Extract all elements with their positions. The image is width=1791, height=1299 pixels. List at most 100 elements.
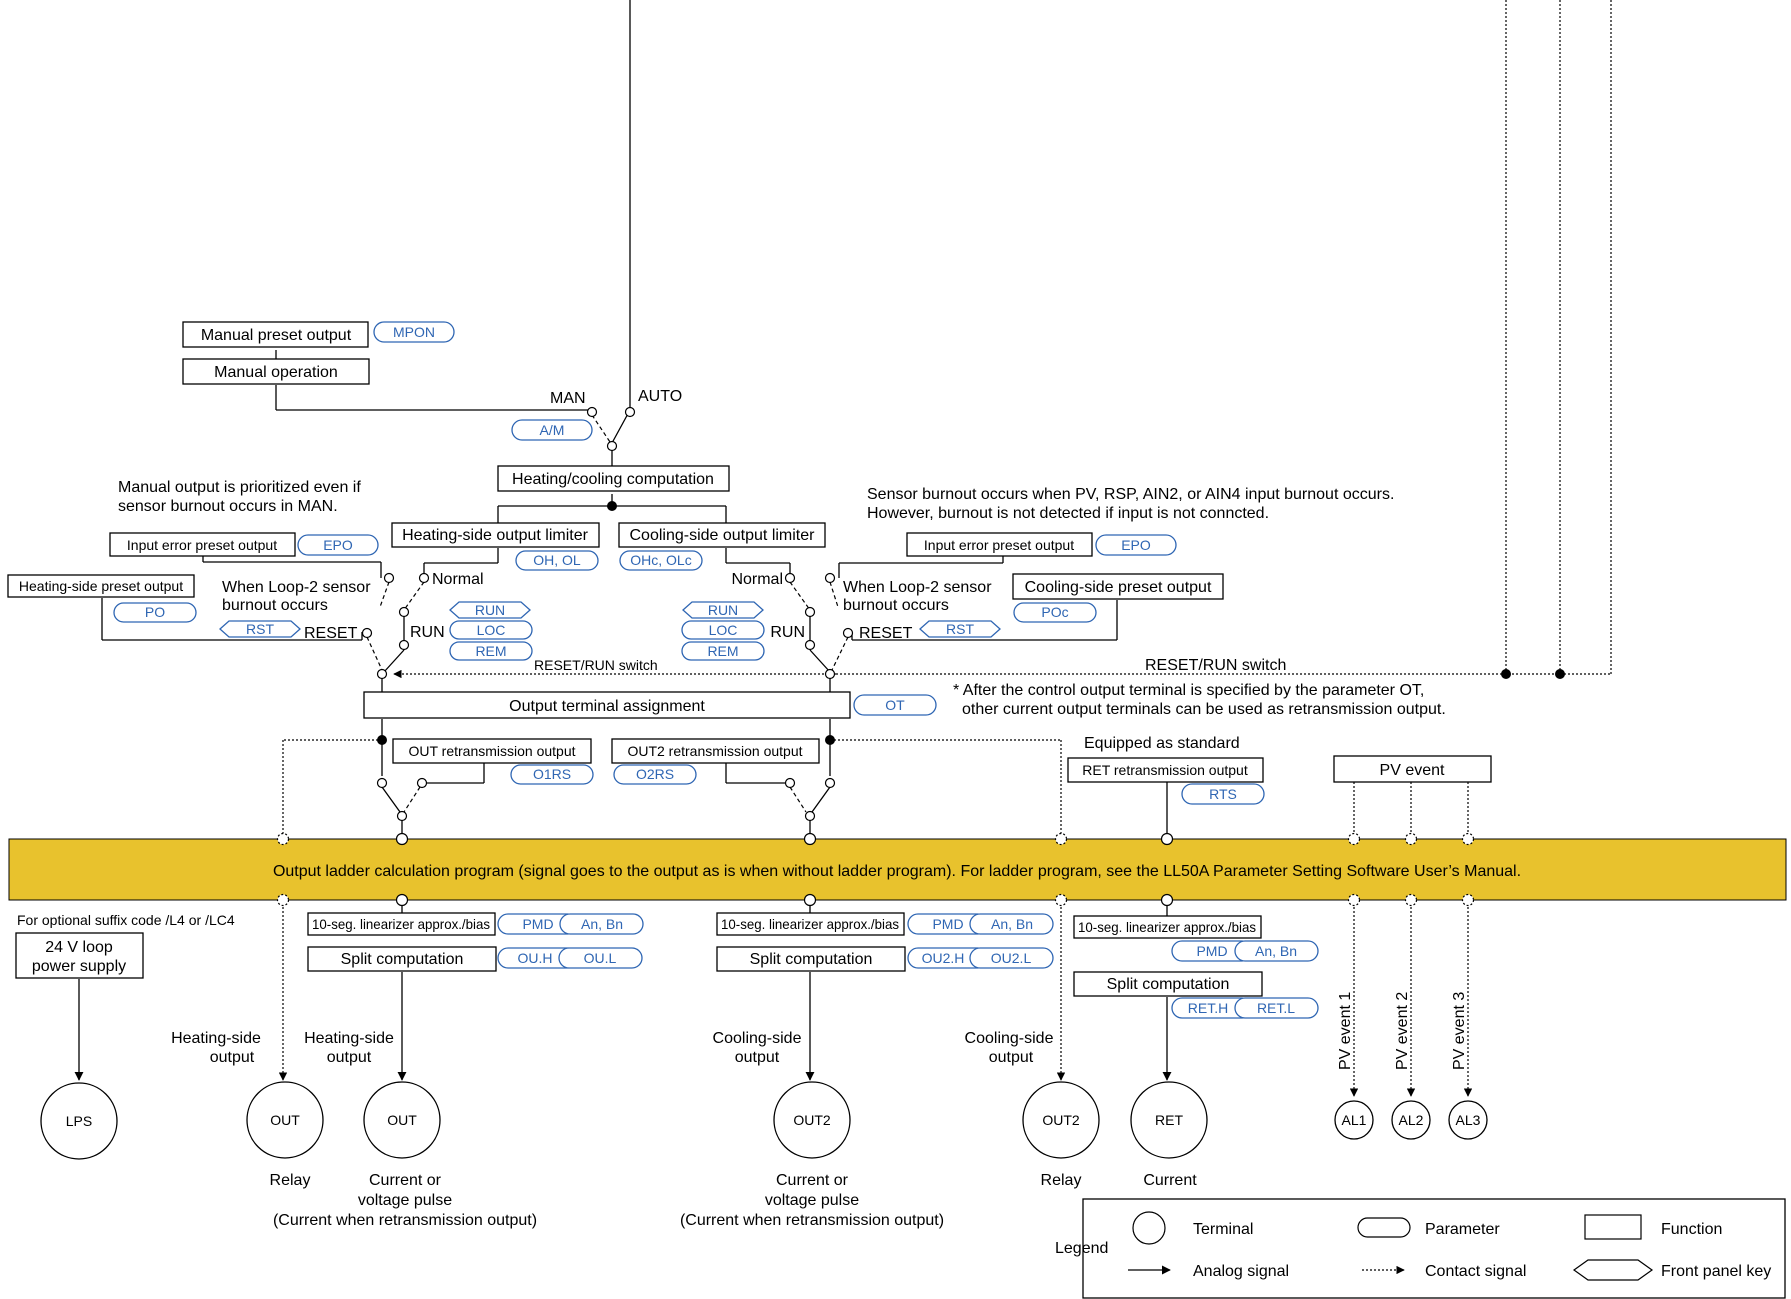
signal-lines (74, 0, 1612, 1097)
terminal-lps: LPS (66, 1113, 92, 1129)
label-current-ret: Current (1143, 1172, 1197, 1189)
cooling-side-output-limiter-label: Cooling-side output limiter (630, 527, 816, 544)
label-pv-event-1: PV event 1 (1337, 992, 1354, 1070)
heating-cooling-computation-label: Heating/cooling computation (512, 471, 714, 488)
heating-side-current-line2: output (327, 1049, 372, 1066)
heating-side-relay-line1: Heating-side (171, 1030, 261, 1047)
param-an-bn-out2: An, Bn (991, 916, 1033, 932)
param-ot: OT (885, 697, 905, 713)
legend-terminal-icon (1132, 1211, 1166, 1245)
ot-note-line2: other current output terminals can be us… (962, 701, 1446, 718)
legend-front-panel-key: Front panel key (1661, 1263, 1771, 1280)
terminal-out-current: OUT (387, 1112, 417, 1128)
param-oul: OU.L (584, 950, 617, 966)
param-reth: RET.H (1188, 1000, 1228, 1016)
terminal-out2-relay: OUT2 (1042, 1112, 1080, 1128)
loop-power-supply-box: 24 V loop power supply (15, 932, 144, 979)
cooling-side-preset-output-label: Cooling-side preset output (1025, 579, 1212, 596)
pv-event-box: PV event (1333, 755, 1492, 783)
param-am: A/M (540, 422, 565, 438)
ladder-text: Output ladder calculation program (signa… (273, 863, 1521, 880)
label-pv-event-3: PV event 3 (1451, 992, 1468, 1070)
label-loop2-right-1: When Loop-2 sensor (843, 579, 992, 596)
label-reset-right: RESET (859, 625, 913, 642)
legend-analog-signal: Analog signal (1193, 1263, 1289, 1280)
diagram-labels: MAN AUTO Manual output is prioritized ev… (17, 388, 1468, 1229)
manual-preset-output-label: Manual preset output (201, 327, 352, 344)
legend-parameter: Parameter (1425, 1221, 1500, 1238)
key-loc-left: LOC (477, 622, 506, 638)
out-current-line1: Current or (369, 1172, 442, 1189)
burnout-note-line2: However, burnout is not detected if inpu… (867, 505, 1269, 522)
front-panel-keys (219, 601, 1001, 661)
terminal-al2: AL2 (1399, 1112, 1424, 1128)
heating-side-preset-output-box: Heating-side preset output (7, 574, 195, 598)
loop-power-line1: 24 V loop (45, 939, 113, 956)
legend-contact-signal: Contact signal (1425, 1263, 1526, 1280)
output-terminal-assignment-label: Output terminal assignment (509, 698, 705, 715)
out-linearizer-box: 10-seg. linearizer approx./bias (307, 912, 496, 936)
label-optional-suffix: For optional suffix code /L4 or /LC4 (17, 912, 235, 928)
label-run-right: RUN (770, 624, 805, 641)
label-pv-event-2: PV event 2 (1394, 992, 1411, 1070)
out-split-computation-box: Split computation (307, 946, 497, 972)
label-equipped-standard: Equipped as standard (1084, 735, 1240, 752)
heating-side-output-limiter-box: Heating-side output limiter (391, 522, 600, 548)
param-ohc-olc: OHc, OLc (630, 552, 691, 568)
terminal-out-relay: OUT (270, 1112, 300, 1128)
heating-side-relay-line2: output (210, 1049, 255, 1066)
output-terminal-assignment-box: Output terminal assignment (363, 691, 851, 719)
out2-current-line1: Current or (776, 1172, 849, 1189)
contact-points (361, 406, 854, 822)
input-error-preset-output-right-box: Input error preset output (906, 532, 1093, 557)
param-pmd-out: PMD (522, 916, 553, 932)
key-rem-left: REM (475, 643, 506, 659)
heating-side-output-limiter-label: Heating-side output limiter (402, 527, 589, 544)
cooling-side-relay-line2: output (989, 1049, 1034, 1066)
manual-note-line1: Manual output is prioritized even if (118, 479, 361, 496)
key-rst-left: RST (246, 621, 274, 637)
ret-retransmission-output-box: RET retransmission output (1067, 757, 1264, 783)
label-auto: AUTO (638, 388, 682, 405)
label-reset-run-switch-left: RESET/RUN switch (534, 657, 658, 673)
manual-note-line2: sensor burnout occurs in MAN. (118, 498, 338, 515)
out2-current-line2: voltage pulse (765, 1192, 859, 1209)
out-split-computation-label: Split computation (341, 951, 464, 968)
legend-function-icon (1584, 1214, 1642, 1240)
param-retl: RET.L (1257, 1000, 1295, 1016)
terminal-al3: AL3 (1456, 1112, 1481, 1128)
terminal-out2-current: OUT2 (793, 1112, 831, 1128)
label-loop2-left-2: burnout occurs (222, 597, 328, 614)
ot-note-line1: * After the control output terminal is s… (953, 682, 1424, 699)
out-retransmission-output-box: OUT retransmission output (392, 738, 592, 764)
terminal-ret: RET (1155, 1112, 1183, 1128)
label-man: MAN (550, 390, 586, 407)
label-relay-out: Relay (270, 1172, 311, 1189)
param-ou2h: OU2.H (922, 950, 965, 966)
label-relay-out2: Relay (1041, 1172, 1082, 1189)
key-run-left: RUN (475, 602, 505, 618)
param-rts: RTS (1209, 786, 1237, 802)
param-o1rs: O1RS (533, 766, 571, 782)
out2-retransmission-output-box: OUT2 retransmission output (611, 738, 820, 764)
legend-function: Function (1661, 1221, 1722, 1238)
input-error-preset-output-right-label: Input error preset output (924, 537, 1074, 553)
ret-split-computation-label: Split computation (1107, 976, 1230, 993)
param-poc: POc (1041, 604, 1068, 620)
out2-linearizer-label: 10-seg. linearizer approx./bias (721, 916, 899, 932)
ret-split-computation-box: Split computation (1073, 971, 1263, 997)
out2-current-line3: (Current when retransmission output) (680, 1212, 944, 1229)
key-rem-right: REM (707, 643, 738, 659)
label-normal-left: Normal (432, 571, 484, 588)
ret-retransmission-output-label: RET retransmission output (1082, 762, 1248, 778)
out2-split-computation-box: Split computation (716, 946, 906, 972)
legend-terminal: Terminal (1193, 1221, 1253, 1238)
out-linearizer-label: 10-seg. linearizer approx./bias (312, 916, 490, 932)
burnout-note-line1: Sensor burnout occurs when PV, RSP, AIN2… (867, 486, 1394, 503)
terminals: LPS OUT OUT OUT2 OUT2 RET AL1 AL2 AL3 (40, 1081, 1488, 1160)
manual-operation-box: Manual operation (182, 358, 370, 385)
param-oh-ol: OH, OL (533, 552, 581, 568)
terminal-al1: AL1 (1342, 1112, 1367, 1128)
function-boxes: Manual preset output Manual operation He… (7, 321, 1492, 997)
